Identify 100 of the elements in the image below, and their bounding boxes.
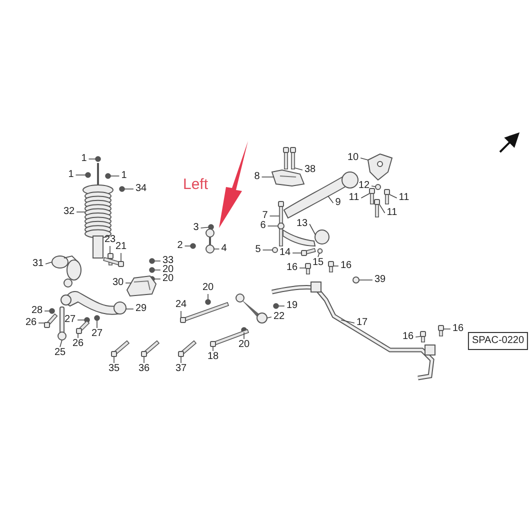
bolt (44, 313, 58, 328)
leader-line (212, 346, 214, 352)
leader-line (45, 262, 52, 264)
leader-line (96, 320, 98, 328)
bolt (374, 199, 380, 218)
leader-line (266, 316, 272, 318)
leader-line (88, 158, 96, 160)
leader-line (180, 356, 182, 364)
callout-number: 11 (348, 193, 360, 203)
nut (205, 299, 211, 305)
nut (94, 315, 100, 321)
callout-number: 22 (272, 312, 286, 322)
callout-number: 25 (53, 348, 67, 358)
drawing-number: SPAC-0220 (468, 332, 528, 350)
callout-number: 26 (24, 318, 38, 328)
control-arm (284, 172, 358, 218)
nut (352, 276, 360, 284)
direction-arrow (219, 141, 248, 228)
nut (149, 267, 155, 273)
callout-number: 16 (285, 263, 299, 273)
leader-line (60, 340, 62, 348)
callout-number: 39 (373, 275, 387, 285)
bolt (305, 263, 311, 274)
bushing (278, 222, 284, 230)
bolt (111, 340, 130, 357)
nut (190, 243, 196, 249)
callout-number: 27 (63, 315, 77, 325)
callout-number: 36 (137, 364, 151, 374)
callout-number: 16 (401, 332, 415, 342)
callout-number: 11 (386, 208, 398, 218)
bolt (178, 340, 197, 357)
steering-knuckle (52, 255, 82, 288)
callout-number: 16 (451, 324, 465, 334)
bolt (438, 325, 444, 336)
leader-line (360, 193, 370, 198)
leader-line (415, 336, 421, 338)
bolt (369, 188, 375, 204)
leader-line (309, 224, 316, 236)
callout-number: 20 (201, 283, 215, 293)
callout-number: 20 (161, 265, 175, 275)
mount-bracket (367, 153, 393, 181)
leader-line (154, 260, 161, 262)
callout-number: 13 (295, 219, 309, 229)
callout-number: 27 (90, 329, 104, 339)
washer (375, 184, 381, 190)
coil-spring-strut (82, 163, 114, 258)
leader-line (44, 310, 50, 312)
callout-number: 20 (161, 274, 175, 284)
leader-line (371, 186, 376, 188)
washer (272, 247, 278, 253)
leader-line (318, 252, 320, 258)
link-rod (58, 306, 66, 340)
callout-number: 17 (355, 318, 369, 328)
nut (119, 186, 125, 192)
nut (95, 156, 101, 162)
callout-number: 21 (114, 242, 128, 252)
leader-line (443, 328, 451, 330)
leader-line (75, 174, 86, 176)
side-label: Left (183, 176, 208, 193)
leader-line (120, 252, 122, 262)
callout-number: 19 (285, 301, 299, 311)
callout-number: 14 (278, 248, 292, 258)
callout-number: 16 (339, 261, 353, 271)
callout-number: 1 (67, 170, 75, 180)
leader-line (125, 282, 132, 284)
leader-line (261, 176, 274, 178)
bolt (328, 261, 334, 272)
mount-bracket (271, 169, 305, 186)
leader-line (214, 248, 220, 250)
callout-number: 18 (206, 352, 220, 362)
leader-line (38, 322, 45, 324)
callout-number: 1 (120, 171, 128, 181)
bolt (103, 256, 124, 267)
callout-number: 38 (303, 165, 317, 175)
bolt (141, 340, 160, 357)
leader-line (360, 158, 368, 160)
bolt (76, 320, 90, 334)
callout-number: 3 (192, 223, 200, 233)
callout-number: 23 (103, 235, 117, 245)
leader-line (292, 252, 302, 254)
callout-number: 31 (31, 259, 45, 269)
leader-line (126, 308, 134, 310)
callout-number: 35 (107, 364, 121, 374)
leader-line (294, 168, 303, 170)
leader-line (124, 188, 134, 190)
callout-number: 26 (71, 339, 85, 349)
callout-number: 20 (237, 340, 251, 350)
control-arm (60, 291, 126, 315)
leader-line (154, 278, 161, 280)
callout-number: 24 (174, 300, 188, 310)
bolt (210, 328, 250, 347)
callout-number: 37 (174, 364, 188, 374)
bolt-pair (283, 147, 296, 170)
bolt (384, 189, 390, 204)
leader-line (340, 320, 355, 324)
control-arm (282, 230, 330, 246)
callout-number: 33 (161, 256, 175, 266)
nut (149, 258, 155, 264)
callout-number: 9 (334, 198, 342, 208)
mount-bracket (126, 275, 157, 297)
